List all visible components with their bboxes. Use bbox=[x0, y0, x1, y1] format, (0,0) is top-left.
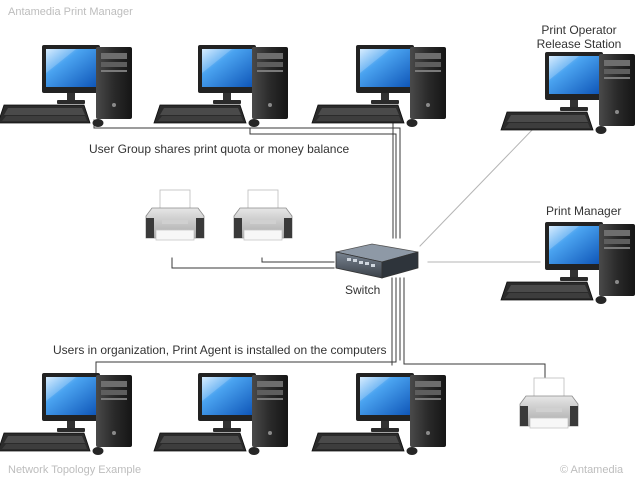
computer-icon-print-manager bbox=[500, 221, 636, 305]
release-station-label-line2: Release Station bbox=[536, 37, 622, 51]
footer-caption: Network Topology Example bbox=[8, 464, 142, 476]
computer-icon-release-station bbox=[500, 51, 636, 135]
computer-icon-top-1 bbox=[0, 44, 133, 128]
printer-icon-2 bbox=[233, 189, 293, 241]
cable-bottom-2 bbox=[95, 277, 397, 375]
cable-printer-2 bbox=[261, 257, 335, 263]
computer-icon-bottom-1 bbox=[0, 372, 133, 456]
release-station-label: Print Operator Release Station bbox=[524, 23, 634, 51]
printer-icon-3 bbox=[519, 377, 579, 429]
computer-icon-top-2 bbox=[153, 44, 289, 128]
copyright-text: © Antamedia bbox=[560, 464, 624, 476]
computer-icon-bottom-2 bbox=[153, 372, 289, 456]
print-manager-label: Print Manager bbox=[546, 204, 622, 218]
switch-icon bbox=[335, 243, 419, 279]
computer-icon-bottom-3 bbox=[311, 372, 447, 456]
cable-release-station bbox=[419, 127, 535, 247]
cable-bottom-4 bbox=[403, 277, 546, 379]
app-title: Antamedia Print Manager bbox=[8, 6, 133, 18]
computer-icon-top-3 bbox=[311, 44, 447, 128]
cable-top-2 bbox=[249, 127, 397, 239]
org-users-label: Users in organization, Print Agent is in… bbox=[53, 343, 387, 357]
switch-label: Switch bbox=[345, 283, 381, 297]
release-station-label-line1: Print Operator bbox=[541, 23, 617, 37]
user-group-label: User Group shares print quota or money b… bbox=[89, 142, 350, 156]
cable-printer-1 bbox=[171, 257, 335, 269]
printer-icon-1 bbox=[145, 189, 205, 241]
